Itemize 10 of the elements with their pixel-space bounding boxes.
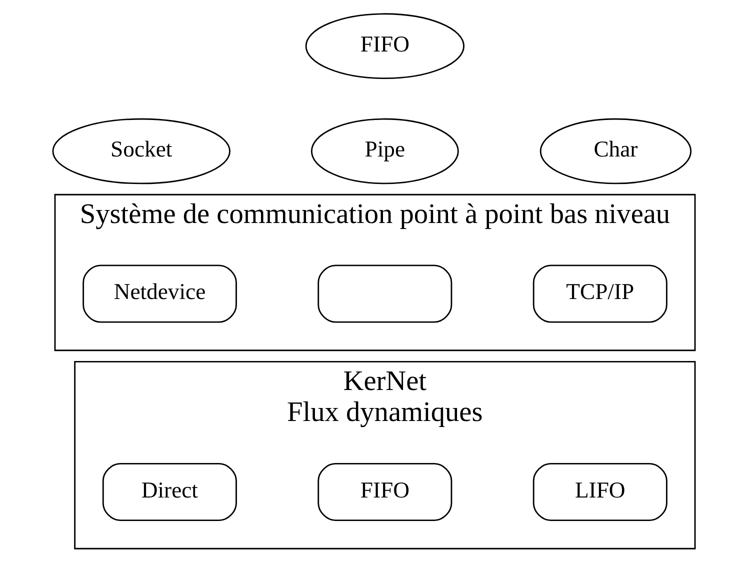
node-box: TCP/IP xyxy=(532,264,668,323)
node-box: FIFO xyxy=(318,462,452,521)
node-box: LIFO xyxy=(532,462,668,521)
node-box: Netdevice xyxy=(82,264,237,323)
node-ellipse: Socket xyxy=(52,118,230,184)
node-ellipse: Pipe xyxy=(310,118,459,184)
node-ellipse: Char xyxy=(540,118,692,184)
node-box xyxy=(318,264,452,323)
node-ellipse: FIFO xyxy=(305,13,465,80)
node-box: Direct xyxy=(102,462,237,521)
